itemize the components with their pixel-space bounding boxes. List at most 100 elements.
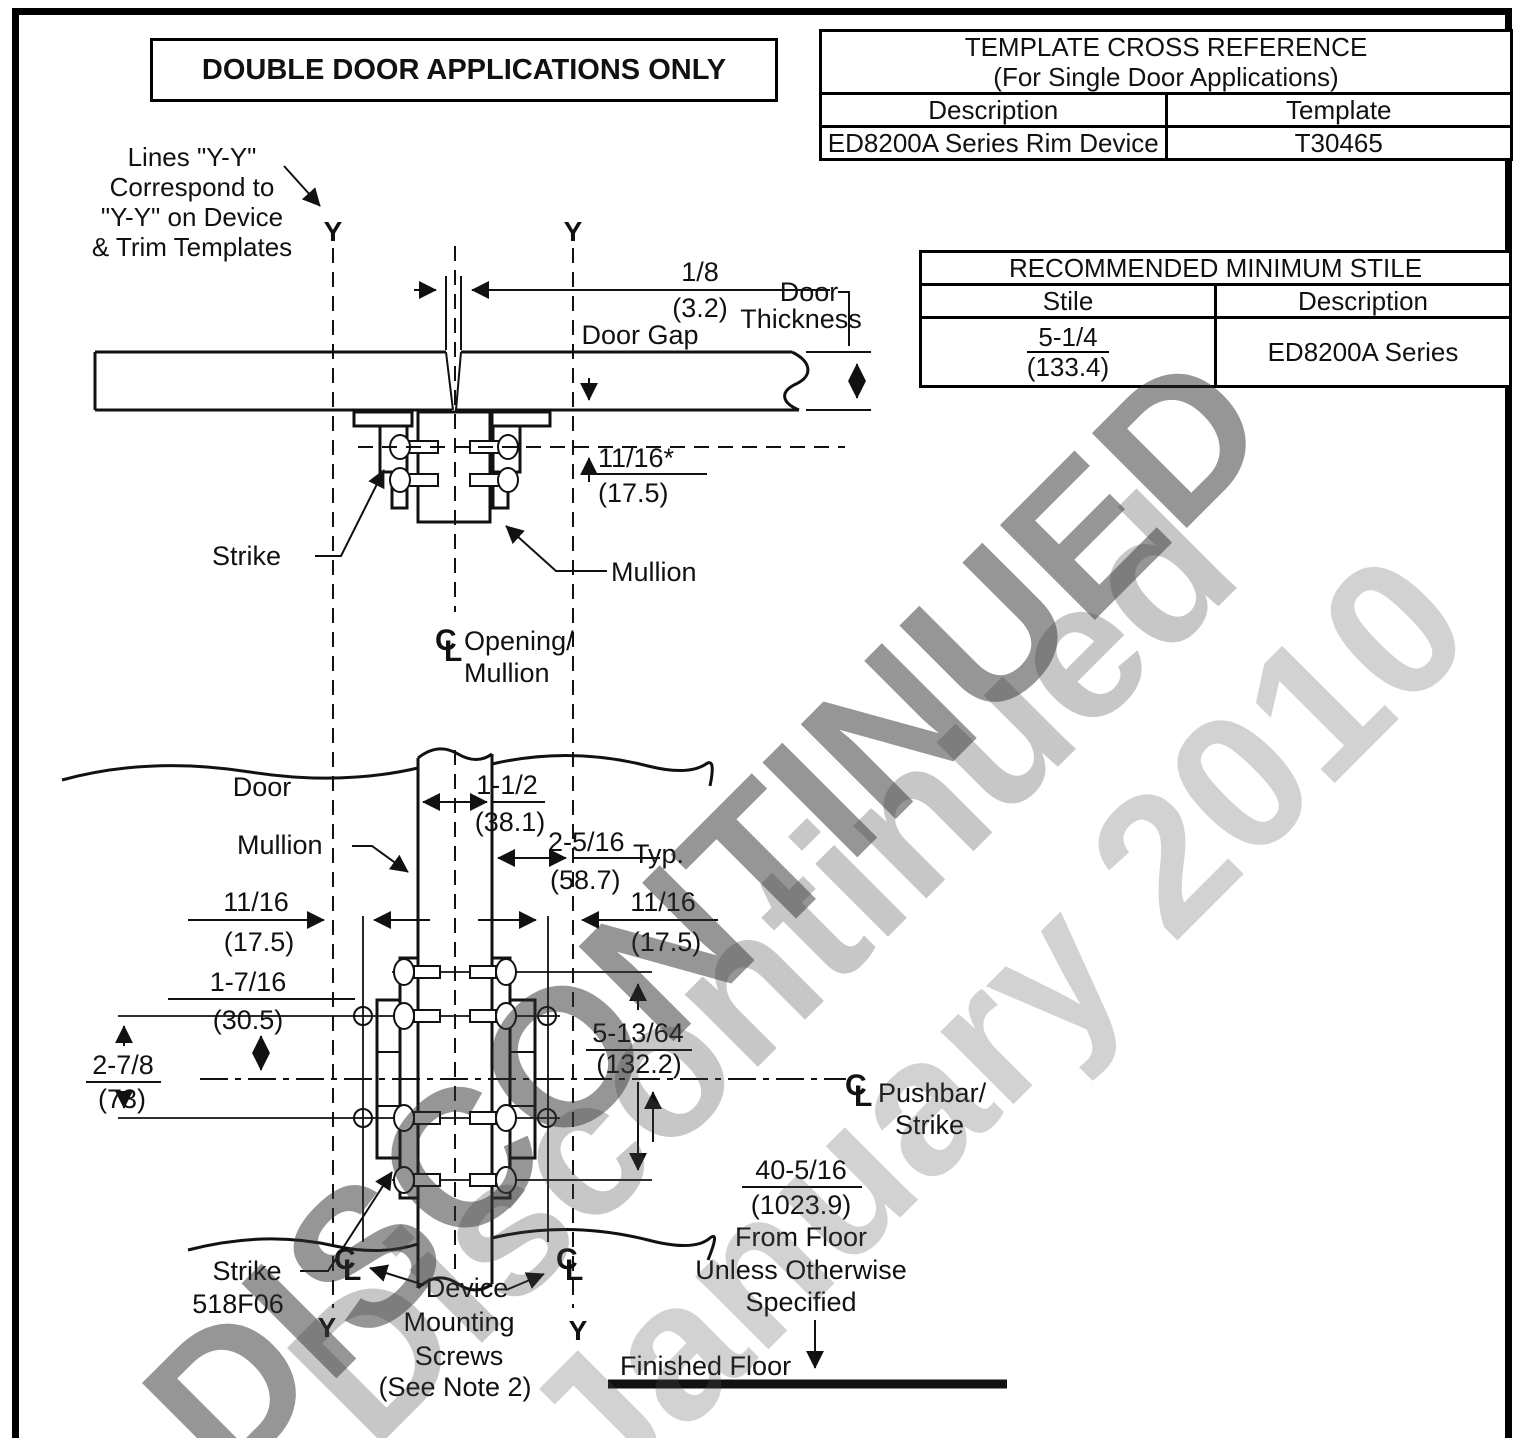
dim-2-7-8: 2-7/8 (73) bbox=[86, 1025, 161, 1114]
device-screws-2: Mounting bbox=[403, 1307, 514, 1337]
xref-col-description: Description bbox=[819, 92, 1168, 128]
door-thickness-label-2: Thickness bbox=[740, 304, 862, 334]
bolt-shank bbox=[469, 1173, 497, 1187]
centerline-icon: C bbox=[334, 1243, 356, 1276]
typ-suffix: Typ. bbox=[633, 839, 684, 869]
stile-value-cell: 5-1/4 (133.4) bbox=[919, 316, 1217, 388]
plan-mullion-callout: Mullion bbox=[505, 525, 697, 587]
bolt-shank bbox=[413, 1009, 441, 1023]
device-screws-3: Screws bbox=[415, 1341, 504, 1371]
centerline-icon: L bbox=[565, 1254, 583, 1287]
centerline-icon: C bbox=[556, 1243, 578, 1276]
door-gap-dimension: 1/8 (3.2) Door Gap bbox=[414, 257, 830, 350]
bolt-head bbox=[495, 1166, 517, 1194]
bolt-shank bbox=[413, 965, 441, 979]
mullion-leader bbox=[505, 525, 607, 572]
mullion-break-bottom bbox=[416, 1276, 493, 1292]
door-thickness-label-1: Door bbox=[780, 277, 839, 307]
door-edge-wave-upper-right bbox=[491, 753, 714, 787]
bolt-head bbox=[495, 958, 517, 986]
bolt-row-reference-lines bbox=[118, 971, 652, 1181]
plan-view-mullion-strike bbox=[352, 410, 552, 524]
note-line: "Y-Y" on Device bbox=[100, 202, 284, 232]
recommended-minimum-stile-table: RECOMMENDED MINIMUM STILE Stile Descript… bbox=[919, 250, 1512, 388]
dim-5-13-64-in: 5-13/64 bbox=[592, 1018, 684, 1048]
bolt-head bbox=[389, 467, 411, 493]
floor-note-1: From Floor bbox=[735, 1222, 867, 1252]
bolt-shank bbox=[469, 1009, 497, 1023]
mullion-width-dimension: 1-1/2 (38.1) bbox=[422, 770, 546, 837]
bolt-shank bbox=[413, 1173, 441, 1187]
stile-description: ED8200A Series bbox=[1214, 316, 1512, 388]
device-screws-1: Device bbox=[426, 1273, 509, 1303]
door-edge-wave-lower-left bbox=[187, 1237, 419, 1252]
thickness-bracket bbox=[838, 291, 850, 346]
mullion-break-top bbox=[417, 747, 493, 761]
strike-leader bbox=[300, 1171, 393, 1272]
dim-1-7-16-mm: (30.5) bbox=[213, 1005, 284, 1035]
dim-1-7-16: 1-7/16 (30.5) bbox=[168, 967, 355, 1071]
dim-2-7-8-mm: (73) bbox=[98, 1084, 146, 1114]
dim-2-5-16-in: 2-5/16 bbox=[548, 827, 625, 857]
bolt-head bbox=[393, 1104, 415, 1132]
strike-518f06-callout: Strike 518F06 bbox=[192, 1171, 393, 1319]
dim-11-16-left-mm: (17.5) bbox=[224, 927, 295, 957]
y-label-bottom-right: Y bbox=[569, 1315, 588, 1346]
bolt-shank bbox=[469, 473, 501, 487]
mullion-leader bbox=[352, 845, 409, 873]
door-gap-label: Door Gap bbox=[581, 320, 698, 350]
bolt-head bbox=[393, 958, 415, 986]
bolt-head bbox=[393, 1002, 415, 1030]
dim-1-1-2-mm: (38.1) bbox=[475, 807, 546, 837]
floor-height-dimension: 40-5/16 (1023.9) From Floor Unless Other… bbox=[644, 1091, 907, 1369]
gap-extension-lines bbox=[445, 276, 462, 350]
finished-floor: Finished Floor bbox=[608, 1351, 1007, 1389]
bolt-shank bbox=[413, 1111, 441, 1125]
dim-11-16-left-in: 11/16 bbox=[223, 887, 289, 917]
thickness-extension-lines bbox=[806, 351, 871, 411]
floor-note-3: Specified bbox=[745, 1287, 856, 1317]
device-mounting-screws-callout: Device Mounting Screws (See Note 2) C L … bbox=[318, 1243, 588, 1402]
device-screws-4: (See Note 2) bbox=[378, 1372, 531, 1402]
strike-label: Strike bbox=[212, 541, 281, 571]
plate-right-steps bbox=[510, 1051, 535, 1107]
strike-bar-left bbox=[352, 410, 414, 428]
dim-door-gap-in: 1/8 bbox=[681, 257, 719, 287]
floor-note-2: Unless Otherwise bbox=[695, 1255, 907, 1285]
strike-offset-dimension: 11/16* (17.5) bbox=[580, 378, 707, 508]
dim-2-5-16-mm: (58.7) bbox=[550, 865, 621, 895]
elevation-bolts bbox=[393, 958, 517, 1194]
door-gap-bevel bbox=[445, 351, 462, 411]
bolt-head bbox=[495, 1104, 517, 1132]
stile-col-description: Description bbox=[1214, 283, 1512, 319]
dim-40-5-16-mm: (1023.9) bbox=[751, 1190, 852, 1220]
cl-opening-label: Opening/ bbox=[464, 626, 574, 656]
strike-bar-right bbox=[490, 410, 552, 428]
plan-view-door-section bbox=[93, 276, 810, 412]
dim-11-16-right-in: 11/16 bbox=[630, 887, 696, 917]
page-title: DOUBLE DOOR APPLICATIONS ONLY bbox=[201, 53, 727, 86]
dim-5-13-64-mm: (132.2) bbox=[596, 1049, 682, 1079]
title-box: DOUBLE DOOR APPLICATIONS ONLY bbox=[150, 38, 778, 102]
pushbar-label-1: Pushbar/ bbox=[878, 1078, 987, 1108]
plan-strike-callout: Strike bbox=[212, 469, 385, 571]
y-label-bottom-left: Y bbox=[318, 1312, 337, 1343]
stile-col-stile: Stile bbox=[919, 283, 1217, 319]
bolt-shank bbox=[469, 965, 497, 979]
dim-5-13-64: 5-13/64 (132.2) bbox=[586, 983, 692, 1171]
lines-yy-note: Lines "Y-Y" Correspond to "Y-Y" on Devic… bbox=[78, 142, 306, 262]
dim-40-5-16-in: 40-5/16 bbox=[755, 1155, 847, 1185]
centerline-opening-mullion: C L Opening/ Mullion bbox=[435, 624, 574, 688]
strike-callout-1: Strike bbox=[212, 1256, 281, 1286]
offset-right-dimension: 11/16 (17.5) bbox=[478, 887, 718, 957]
offset-left-dimension: 11/16 (17.5) bbox=[188, 887, 430, 957]
door-thickness-dimension: Door Thickness bbox=[740, 277, 871, 411]
dim-1-7-16-in: 1-7/16 bbox=[210, 967, 287, 997]
centerline-icon: L bbox=[854, 1080, 872, 1113]
bolt-head bbox=[495, 1002, 517, 1030]
stile-inches: 5-1/4 bbox=[1026, 323, 1110, 353]
stile-mm: (133.4) bbox=[1026, 351, 1110, 382]
xref-title: TEMPLATE CROSS REFERENCE bbox=[964, 32, 1368, 62]
door-break-line bbox=[783, 350, 810, 412]
